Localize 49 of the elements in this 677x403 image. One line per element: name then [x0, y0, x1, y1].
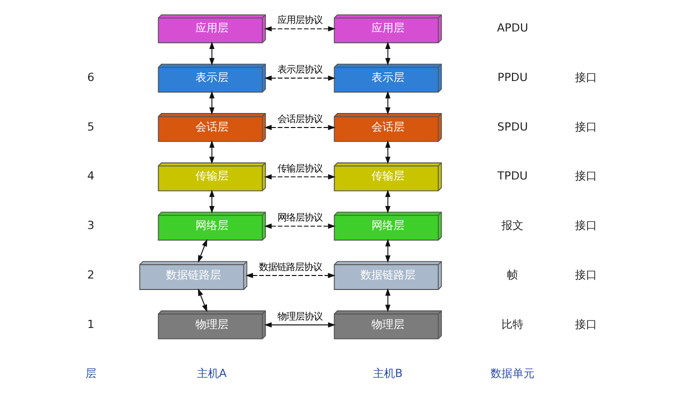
edge-label: 会话层协议 — [277, 114, 322, 125]
label: 4 — [87, 170, 94, 183]
label: PPDU — [497, 71, 528, 84]
label: 主机B — [373, 367, 403, 380]
arrow — [264, 26, 336, 32]
label: 数据单元 — [490, 367, 535, 380]
label: 接口 — [575, 71, 598, 84]
label: 接口 — [575, 219, 598, 232]
arrow — [198, 239, 208, 263]
arrow — [385, 140, 390, 164]
label: APDU — [497, 22, 528, 35]
label: 比特 — [502, 318, 524, 331]
label: 接口 — [575, 120, 598, 134]
label: TPDU — [497, 170, 528, 183]
label: 3 — [87, 219, 94, 232]
label: 5 — [87, 120, 94, 134]
label: 接口 — [575, 170, 598, 183]
arrow — [264, 322, 336, 328]
edge-label: 传输层协议 — [277, 163, 322, 174]
arrow — [385, 42, 390, 66]
arrow — [385, 288, 390, 312]
arrow — [198, 288, 208, 312]
label: 接口 — [575, 318, 598, 331]
arrow — [385, 90, 390, 115]
arrow — [385, 238, 390, 263]
arrow — [246, 272, 336, 278]
edge-label: 表示层协议 — [277, 64, 322, 76]
label: 接口 — [575, 268, 598, 282]
edge-label: 网络层协议 — [277, 212, 322, 224]
label: 1 — [87, 318, 94, 331]
label: 2 — [87, 268, 94, 282]
arrow — [209, 42, 214, 66]
arrow — [264, 224, 336, 229]
label: 层 — [85, 367, 96, 380]
edge-label: 物理层协议 — [277, 311, 322, 322]
arrow — [209, 190, 214, 214]
label: SPDU — [497, 120, 528, 134]
arrow — [264, 174, 336, 180]
label: 帧 — [507, 268, 518, 282]
arrow — [209, 90, 214, 115]
arrow — [264, 76, 336, 81]
edge-label: 应用层协议 — [277, 15, 322, 26]
arrow — [385, 190, 390, 214]
edge-label: 数据链路层协议 — [259, 262, 322, 273]
label: 主机A — [197, 367, 227, 380]
arrow — [264, 124, 336, 130]
label: 6 — [87, 71, 94, 84]
arrow — [209, 140, 214, 164]
label: 报文 — [502, 219, 524, 232]
